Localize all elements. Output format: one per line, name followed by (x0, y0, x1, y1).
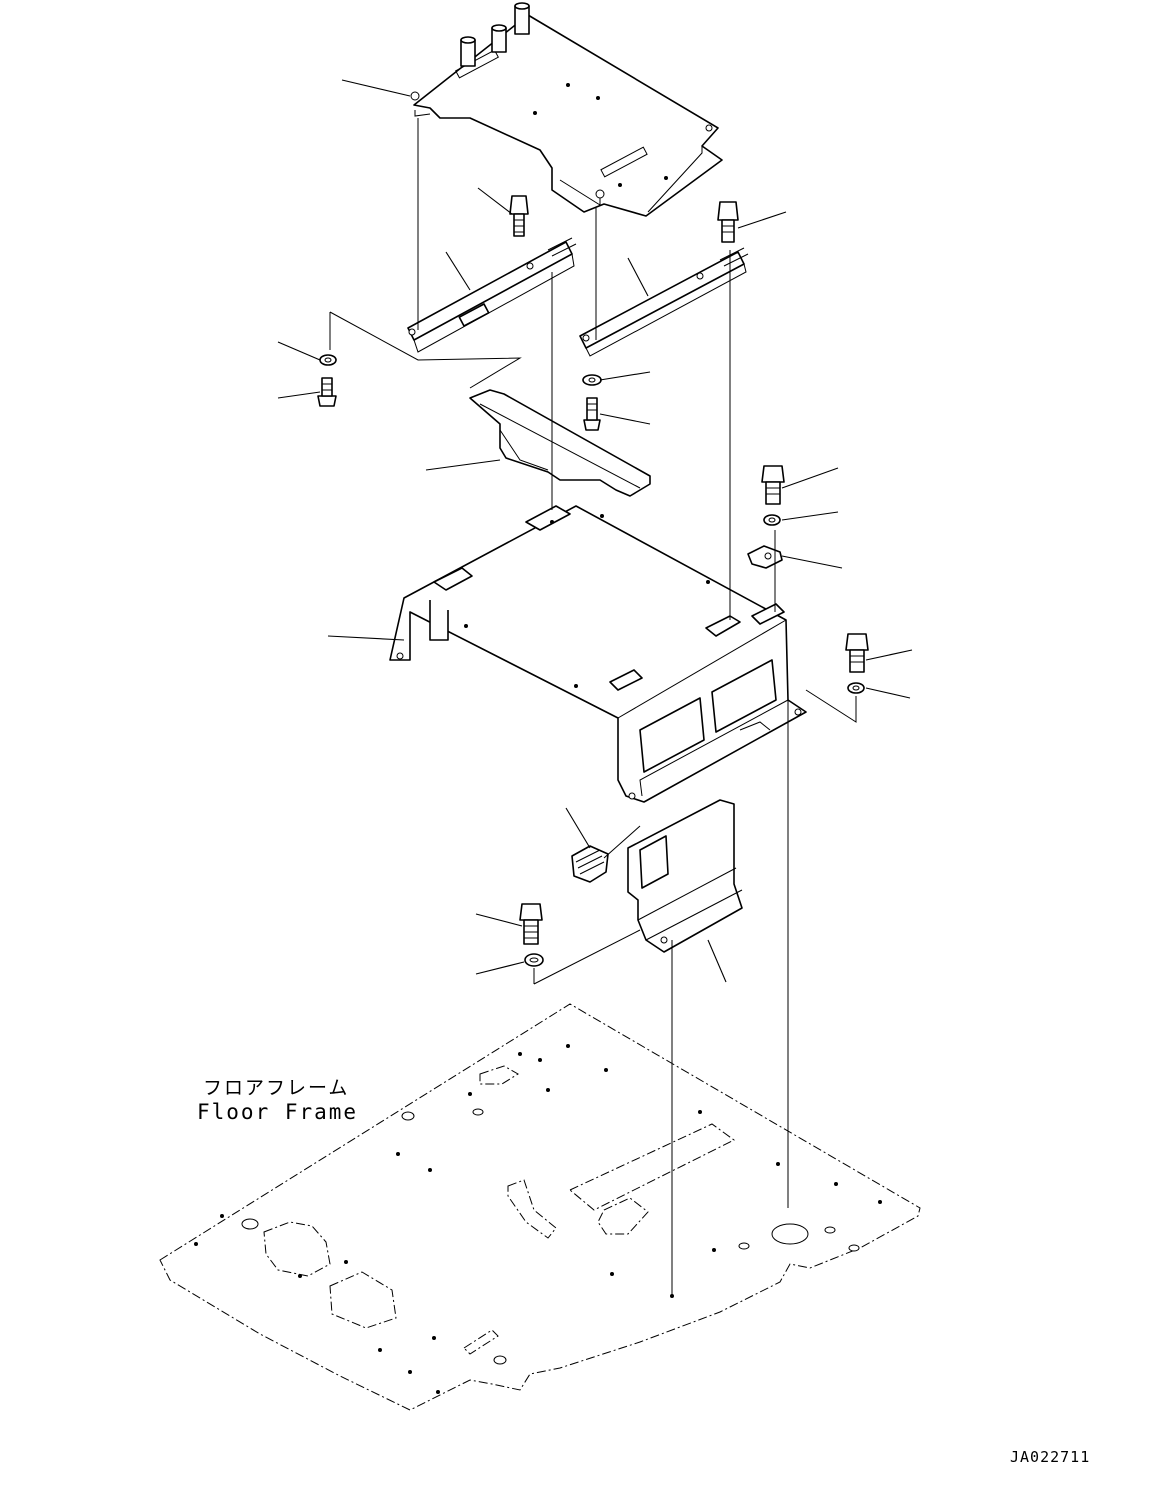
bolt (717, 201, 739, 243)
seat-mount-plate (410, 2, 723, 217)
washer (763, 514, 781, 526)
cover (627, 799, 743, 953)
floor-frame-label-en: Floor Frame (197, 1100, 358, 1124)
lever-bar (469, 389, 651, 497)
left-slide-rail (407, 237, 577, 353)
seat-stand (389, 505, 807, 803)
mount-post (460, 2, 530, 67)
washer (582, 374, 602, 386)
washer (847, 682, 865, 694)
drawing-id: JA022711 (1010, 1448, 1090, 1466)
bracket (747, 545, 783, 569)
bolt (519, 903, 543, 945)
floor-frame (159, 1003, 921, 1411)
washer (524, 953, 544, 967)
floor-frame-label-jp: フロアフレーム (203, 1077, 349, 1099)
assembly-lines (329, 118, 857, 1296)
leader-lines (277, 79, 913, 983)
bolt (583, 397, 601, 431)
bolt (845, 633, 869, 673)
bolt (317, 377, 337, 407)
connector (571, 845, 609, 883)
bolt (761, 465, 785, 505)
bolt (509, 195, 529, 237)
right-slide-rail (579, 247, 749, 357)
washer (319, 354, 337, 366)
